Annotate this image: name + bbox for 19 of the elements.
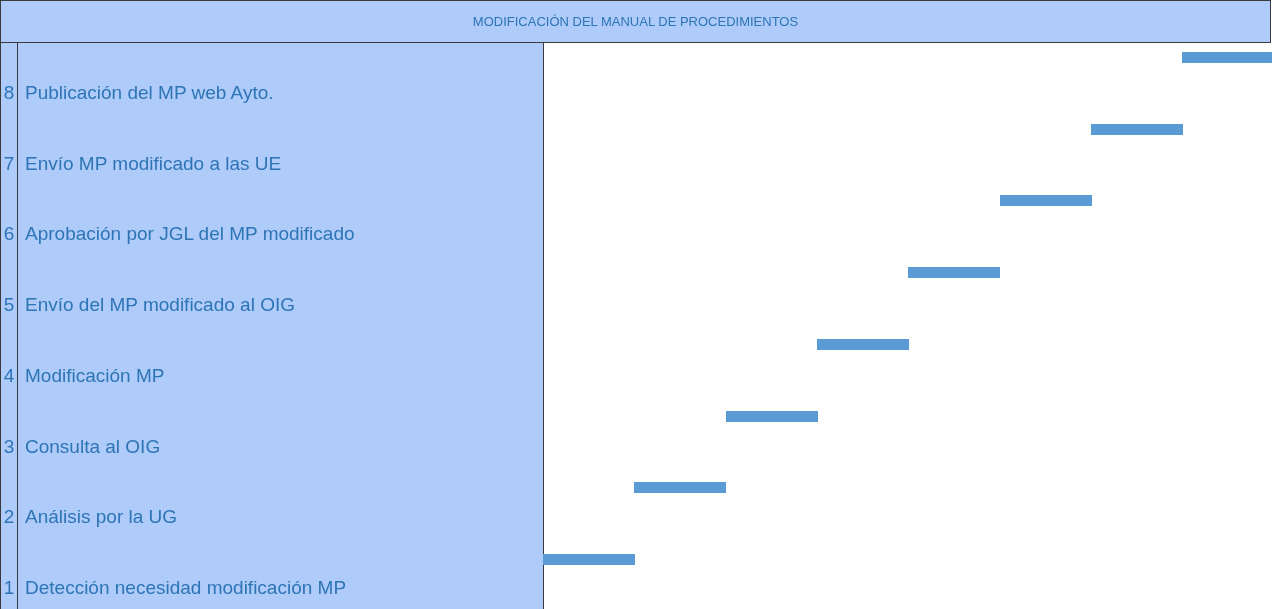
task-number: 3 xyxy=(3,436,15,458)
task-number: 8 xyxy=(3,82,15,104)
task-name: Envío MP modificado a las UE xyxy=(25,153,282,175)
task-row xyxy=(0,43,544,115)
task-number: 2 xyxy=(3,507,15,529)
task-name: Consulta al OIG xyxy=(25,436,161,458)
chart-title: MODIFICACIÓN DEL MANUAL DE PROCEDIMIENTOS xyxy=(0,0,1271,43)
task-name: Publicación del MP web Ayto. xyxy=(25,82,274,104)
task-name: Detección necesidad modificación MP xyxy=(25,578,347,599)
task-number: 7 xyxy=(3,153,15,175)
task-name: Modificación MP xyxy=(25,365,165,387)
task-number: 5 xyxy=(3,295,15,316)
task-number: 6 xyxy=(3,224,15,246)
task-name: Envío del MP modificado al OIG xyxy=(25,295,295,316)
task-row xyxy=(0,538,544,609)
task-name: Análisis por la UG xyxy=(25,507,178,529)
task-number: 4 xyxy=(3,365,15,387)
task-name: Aprobación por JGL del MP modificado xyxy=(25,224,355,246)
task-number: 1 xyxy=(3,578,15,599)
